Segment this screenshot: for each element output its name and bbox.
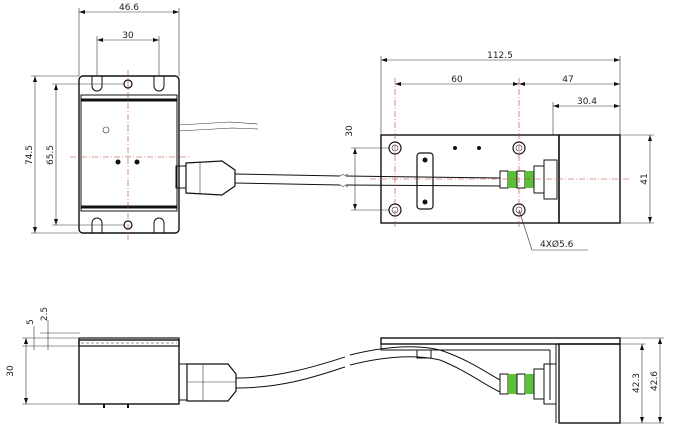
slot-top-right bbox=[153, 76, 165, 92]
wire-lead bbox=[178, 121, 259, 132]
dim-30-bottom: 30 bbox=[6, 365, 16, 377]
sensor-block-side bbox=[558, 343, 621, 424]
dim-47: 47 bbox=[562, 75, 573, 85]
device-side-lid bbox=[78, 337, 180, 347]
dim-42-6: 42.6 bbox=[650, 371, 660, 391]
bottom-right-view: 42.3 42.6 bbox=[380, 337, 664, 424]
dim-2-5: 2.5 bbox=[40, 307, 50, 321]
connector-housing bbox=[543, 159, 558, 200]
cable-gland bbox=[185, 160, 236, 196]
slot-top-left bbox=[91, 76, 103, 92]
slot-bottom-left bbox=[91, 217, 103, 233]
cable-break bbox=[339, 173, 349, 188]
hole-callout: 4XØ5.6 bbox=[540, 239, 574, 250]
connector-side-green-b bbox=[525, 374, 534, 394]
connector-green-b bbox=[525, 171, 534, 188]
dim-112-5: 112.5 bbox=[487, 51, 513, 61]
device-inner-panel bbox=[80, 94, 178, 212]
clamp-side bbox=[416, 349, 432, 359]
cable-upper bbox=[234, 173, 341, 186]
connector-side-green-a bbox=[508, 374, 517, 394]
dim-65-5: 65.5 bbox=[46, 145, 56, 165]
dim-42-3: 42.3 bbox=[632, 373, 642, 393]
gland-side bbox=[186, 363, 237, 402]
dim-74-5: 74.5 bbox=[25, 145, 35, 165]
gland-side-base bbox=[178, 363, 188, 401]
dim-30-top: 30 bbox=[122, 31, 134, 41]
dim-60: 60 bbox=[451, 75, 463, 85]
dim-46-6: 46.6 bbox=[119, 3, 139, 13]
screw-left bbox=[115, 159, 121, 165]
bottom-left-view: 5 2.5 30 bbox=[6, 307, 441, 408]
connector-body bbox=[499, 170, 509, 189]
slot-bottom-right bbox=[153, 217, 165, 233]
top-right-view: 112.5 60 47 30.4 30 41 4XØ5.6 bbox=[345, 51, 654, 251]
dim-30-side: 30 bbox=[345, 125, 355, 137]
bracket-top-plate bbox=[380, 337, 621, 345]
cable-side-a bbox=[235, 356, 346, 389]
cable-clamp bbox=[416, 152, 434, 210]
cable-lower bbox=[345, 175, 501, 187]
screw-right bbox=[134, 159, 140, 165]
top-left-view: 46.6 30 74.5 65.5 bbox=[25, 3, 501, 240]
dim-30-4: 30.4 bbox=[577, 97, 597, 107]
dim-41: 41 bbox=[640, 173, 650, 184]
connector-green-a bbox=[508, 171, 517, 188]
device-side-body bbox=[78, 339, 180, 405]
cable-side-b bbox=[349, 346, 441, 366]
indicator-hole bbox=[102, 126, 110, 134]
dim-5: 5 bbox=[26, 319, 36, 325]
device-body-outline bbox=[78, 75, 180, 234]
